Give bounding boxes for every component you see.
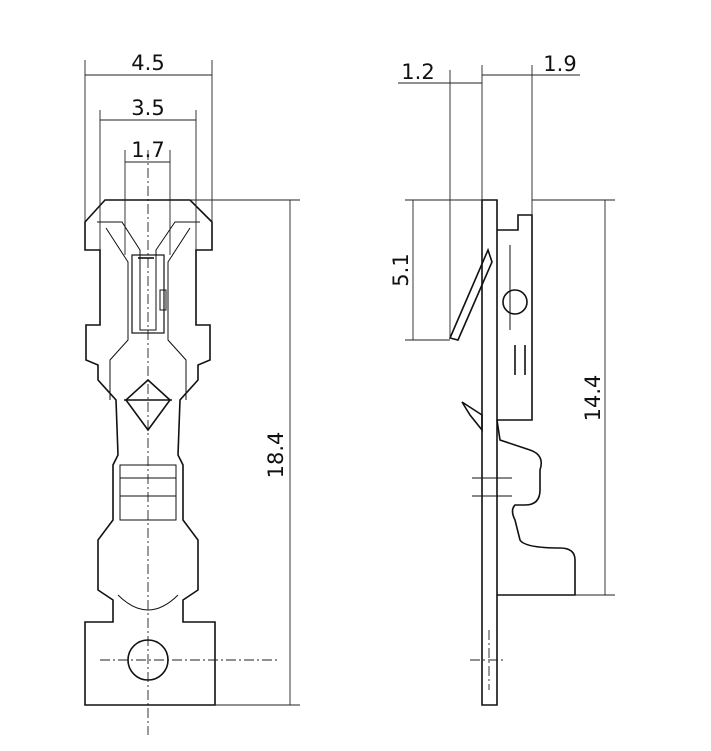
dim-overall-length: 18.4 xyxy=(264,432,288,479)
contact-body xyxy=(497,214,533,421)
dim-inner-width: 3.5 xyxy=(131,96,164,120)
diamond-mark xyxy=(124,378,172,432)
front-outline xyxy=(84,199,216,706)
dim-body-depth: 1.9 xyxy=(543,52,576,76)
stop-tab xyxy=(461,401,483,433)
dim-tab-offset: 1.2 xyxy=(401,60,434,84)
crimp-profile xyxy=(496,419,576,596)
front-view: 4.5 3.5 1.7 18.4 xyxy=(84,51,300,735)
side-view: 1.2 1.9 5.1 14.4 xyxy=(389,52,615,706)
inner-line-right xyxy=(167,227,191,400)
locking-lance xyxy=(448,247,493,341)
contact-box xyxy=(131,254,165,334)
dimension-lines xyxy=(398,65,615,596)
dim-lance-length: 5.1 xyxy=(389,253,413,286)
dimple-hole xyxy=(502,289,528,315)
dim-overall-width: 4.5 xyxy=(131,51,164,75)
dimple xyxy=(159,289,167,311)
dimension-lines xyxy=(84,60,300,706)
dim-slot-width: 1.7 xyxy=(131,138,164,162)
inner-line-left xyxy=(105,227,129,400)
wire-crimp xyxy=(119,464,177,521)
dim-body-length: 14.4 xyxy=(581,375,605,422)
insulation-arc xyxy=(117,594,179,611)
base-plate xyxy=(481,199,498,706)
